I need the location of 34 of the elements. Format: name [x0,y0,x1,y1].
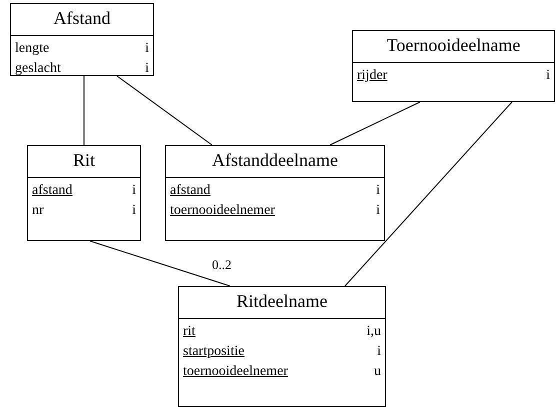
key-attribute: toernooideelnemer [170,202,275,220]
class-name: Ritdeelname [179,287,385,319]
class-name: Afstanddeelname [166,146,384,178]
attribute-type: i,u [366,323,381,341]
attribute-type: i [132,182,136,200]
connector-line [116,76,212,146]
attribute-name: lengte [15,40,50,58]
attribute-type: i [145,40,149,58]
key-attribute: afstand [170,182,210,200]
attribute-type: i [377,343,381,361]
attribute-type: i [376,182,380,200]
attribute-type: u [374,363,381,381]
attribute-type: i [546,67,550,85]
class-box [178,286,386,407]
key-attribute: toernooideelnemer [183,363,288,381]
key-attribute: rit [183,323,196,341]
class-name: Afstand [11,4,153,36]
key-attribute: startpositie [183,343,244,361]
class-box [10,3,154,76]
attribute-type: i [132,202,136,220]
attribute-name: geslacht [15,60,61,78]
class-name: Rit [28,146,140,178]
class-box [352,30,555,102]
key-attribute: rijder [357,67,388,85]
class-box [165,145,385,241]
key-attribute: afstand [32,182,72,200]
attribute-type: i [145,60,149,78]
connector-line [330,102,420,146]
class-name: Toernooideelname [353,31,554,63]
connector-line [344,102,512,286]
attribute-type: i [376,202,380,220]
attribute-name: nr [32,202,44,220]
class-box [27,145,141,241]
connector-line [90,240,230,286]
